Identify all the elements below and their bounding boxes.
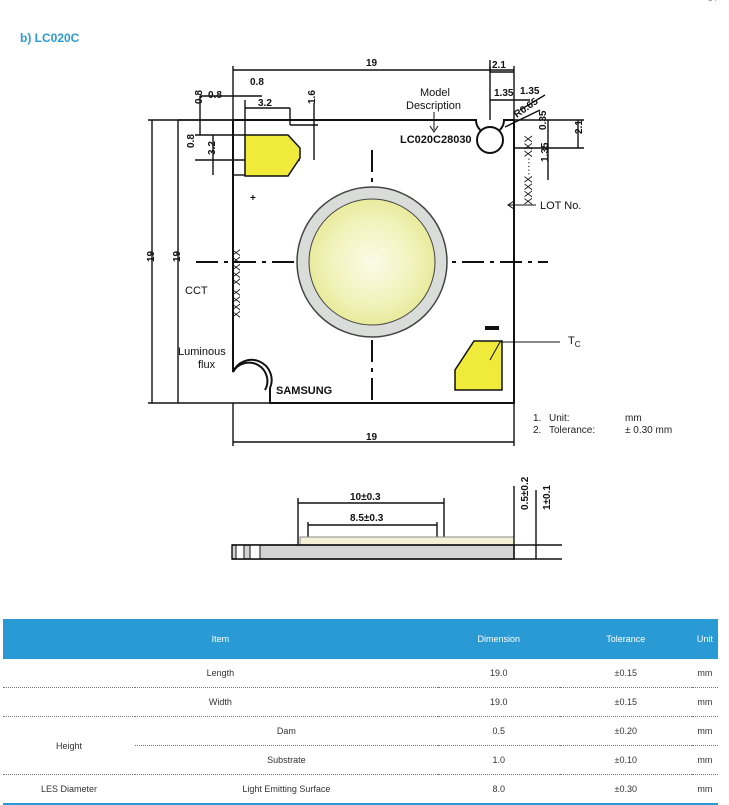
dimension-lines [148, 60, 584, 446]
dim-pad-height: 3.2 [207, 141, 218, 155]
table-row: Substrate 1.0 ±0.10 mm [3, 745, 718, 775]
dim-pad-offset-top: 0.8 [194, 90, 205, 104]
dim-notch-y: 1.35 [540, 142, 551, 162]
note-item: 1. Unit: mm [533, 413, 642, 424]
dim-notch-x: 1.35 [494, 88, 514, 99]
dim-bottom-width: 19 [366, 432, 378, 443]
table-row: Height Dam 0.5 ±0.20 mm [3, 716, 718, 775]
header-tolerance: Tolerance [559, 619, 692, 659]
dim-pad-1-6: 1.6 [307, 90, 318, 104]
section-title: b) LC020C [20, 31, 80, 45]
dim-dam-outer: 10±0.3 [350, 492, 381, 503]
label-tc: TC [568, 335, 581, 349]
header-unit: Unit [691, 619, 718, 659]
note-item: 2. Tolerance: ± 0.30 mm [533, 425, 673, 436]
dim-notch-width: 2.1 [492, 60, 506, 71]
dim-left-outer: 19 [146, 250, 157, 262]
header-dimension: Dimension [437, 619, 560, 659]
dim-notch-x2: 1.35 [520, 86, 540, 97]
dim-pad-gap: 0.8 [250, 77, 264, 88]
dim-notch-right: 2.1 [574, 120, 585, 134]
header-item: Item [3, 619, 438, 659]
table-header-row: Item Dimension Tolerance Unit [3, 619, 718, 659]
brand-label: SAMSUNG [276, 385, 332, 397]
dim-top-width: 19 [366, 58, 378, 69]
page-number: 14 [708, 0, 717, 3]
side-view: 10±0.3 8.5±0.3 0.5±0.2 1±0.1 [231, 476, 562, 560]
table-row: Width 19.0 ±0.15 mm [3, 687, 718, 717]
dim-notch-small: 0.35 [538, 110, 549, 130]
model-code: LC020C28030 [400, 134, 472, 146]
plus-sign: + [250, 193, 256, 204]
dim-substrate-height: 1±0.1 [542, 485, 553, 510]
label-flux: flux [198, 359, 216, 371]
label-lot-no: LOT No. [540, 200, 581, 212]
label-description: Description [406, 100, 461, 112]
table-row: Length 19.0 ±0.15 mm [3, 659, 718, 688]
dim-pad-offset-left: 0.8 [208, 90, 222, 101]
light-emitting-surface [308, 198, 436, 326]
drawing-notes: 1. Unit: mm 2. Tolerance: ± 0.30 mm [533, 413, 672, 437]
mounting-notch-bottom-left [232, 361, 269, 391]
dim-pad-width: 3.2 [258, 98, 272, 109]
cathode-pad [454, 340, 503, 391]
dim-left-inner: 19 [172, 250, 183, 262]
label-luminous: Luminous [178, 346, 226, 358]
label-cct: CCT [185, 285, 208, 297]
dim-dam-inner: 8.5±0.3 [350, 513, 384, 524]
anode-pad [244, 134, 301, 177]
dimension-table: Item Dimension Tolerance Unit Length 19.… [3, 619, 718, 805]
dim-pad-gap-v: 0.8 [186, 134, 197, 148]
flux-code: XXXX XXXXX [231, 248, 243, 318]
minus-sign [485, 326, 499, 330]
label-model: Model [420, 87, 450, 99]
mounting-notch-top-right [476, 126, 504, 154]
dim-dam-height: 0.5±0.2 [520, 476, 531, 510]
lot-code: XXXX·····XXX [523, 135, 535, 205]
